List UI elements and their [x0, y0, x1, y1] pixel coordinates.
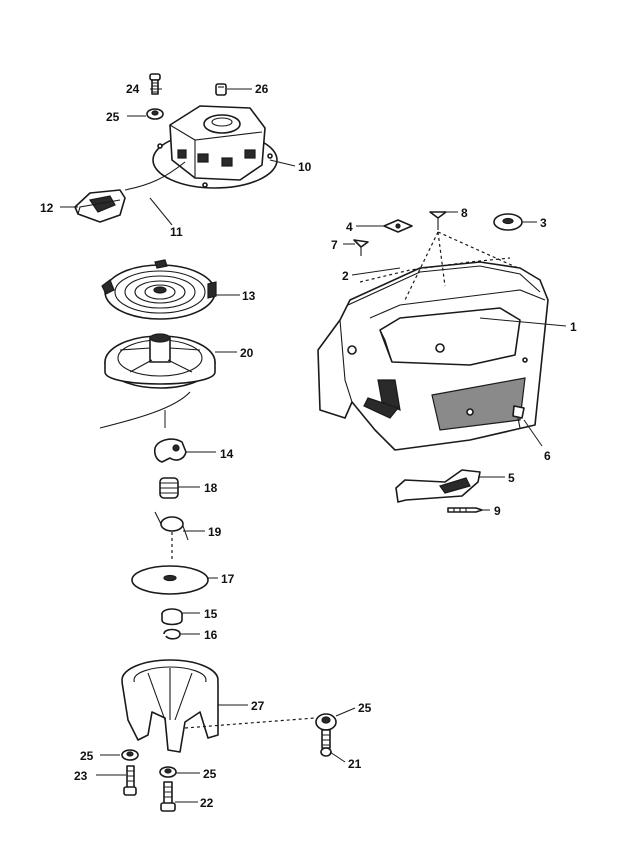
callout-25-bottom: 25: [203, 767, 217, 781]
pulley-20: [104, 333, 216, 389]
callout-5: 5: [508, 471, 515, 485]
starter-housing-10: [152, 105, 278, 189]
callout-12: 12: [40, 201, 54, 215]
drive-plate-17: [131, 565, 209, 595]
washer-25-bottom: [159, 766, 177, 778]
bracket-5: [395, 469, 481, 503]
callout-24: 24: [126, 82, 140, 96]
nut-26: [215, 83, 227, 96]
callout-6: 6: [544, 449, 551, 463]
callout-13: 13: [242, 289, 256, 303]
starter-stand-27: [121, 659, 219, 753]
bolt-23: [123, 765, 137, 796]
callout-22: 22: [200, 796, 214, 810]
retainer-15: [161, 608, 183, 626]
stop-switch-12: [74, 189, 126, 223]
callout-21: 21: [348, 757, 362, 771]
bolt-24: [149, 73, 161, 95]
callout-1: 1: [570, 320, 577, 334]
washer-25-left: [121, 749, 139, 761]
callout-7: 7: [331, 238, 338, 252]
callout-10: 10: [298, 160, 312, 174]
engine-cover-1: [317, 261, 549, 451]
recoil-spring-13: [101, 259, 217, 320]
leader-lines: [60, 88, 567, 803]
callout-25-right: 25: [358, 701, 372, 715]
callout-3: 3: [540, 216, 547, 230]
screw-9: [447, 507, 483, 513]
callout-4: 4: [346, 220, 353, 234]
callout-26: 26: [255, 82, 269, 96]
callout-27: 27: [251, 699, 265, 713]
callout-18: 18: [204, 481, 218, 495]
clip-16: [163, 628, 181, 640]
callout-15: 15: [204, 607, 218, 621]
callout-9: 9: [494, 504, 501, 518]
grommet-25-right: [315, 713, 337, 731]
washer-25-top: [146, 108, 164, 120]
grommet-3: [493, 213, 523, 231]
callout-labels: 24 25 26 10 11 12 13 20 14 18 19 17 15 1…: [40, 82, 577, 810]
pawl-14: [153, 438, 187, 463]
wire-11: [124, 161, 186, 191]
callout-25-top: 25: [106, 110, 120, 124]
callout-11: 11: [170, 225, 183, 239]
callout-8: 8: [461, 206, 468, 220]
starter-housing-assembly: [74, 73, 278, 223]
callout-17: 17: [221, 572, 235, 586]
callout-2: 2: [342, 269, 349, 283]
callout-25-left: 25: [80, 749, 94, 763]
seal-2: [359, 257, 511, 283]
callout-20: 20: [240, 346, 254, 360]
starter-rope: [99, 391, 191, 429]
screw-8: [429, 211, 447, 230]
bolt-21: [320, 729, 332, 757]
callout-16: 16: [204, 628, 218, 642]
callout-23: 23: [74, 769, 88, 783]
clip-4: [383, 219, 413, 233]
alignment-line-27-21: [184, 717, 316, 729]
bolt-22: [160, 781, 176, 812]
spring-18: [159, 477, 179, 499]
callout-19: 19: [208, 525, 222, 539]
spring-19: [154, 511, 189, 560]
screw-6: [512, 405, 525, 429]
screw-7: [353, 239, 369, 256]
callout-14: 14: [220, 447, 234, 461]
